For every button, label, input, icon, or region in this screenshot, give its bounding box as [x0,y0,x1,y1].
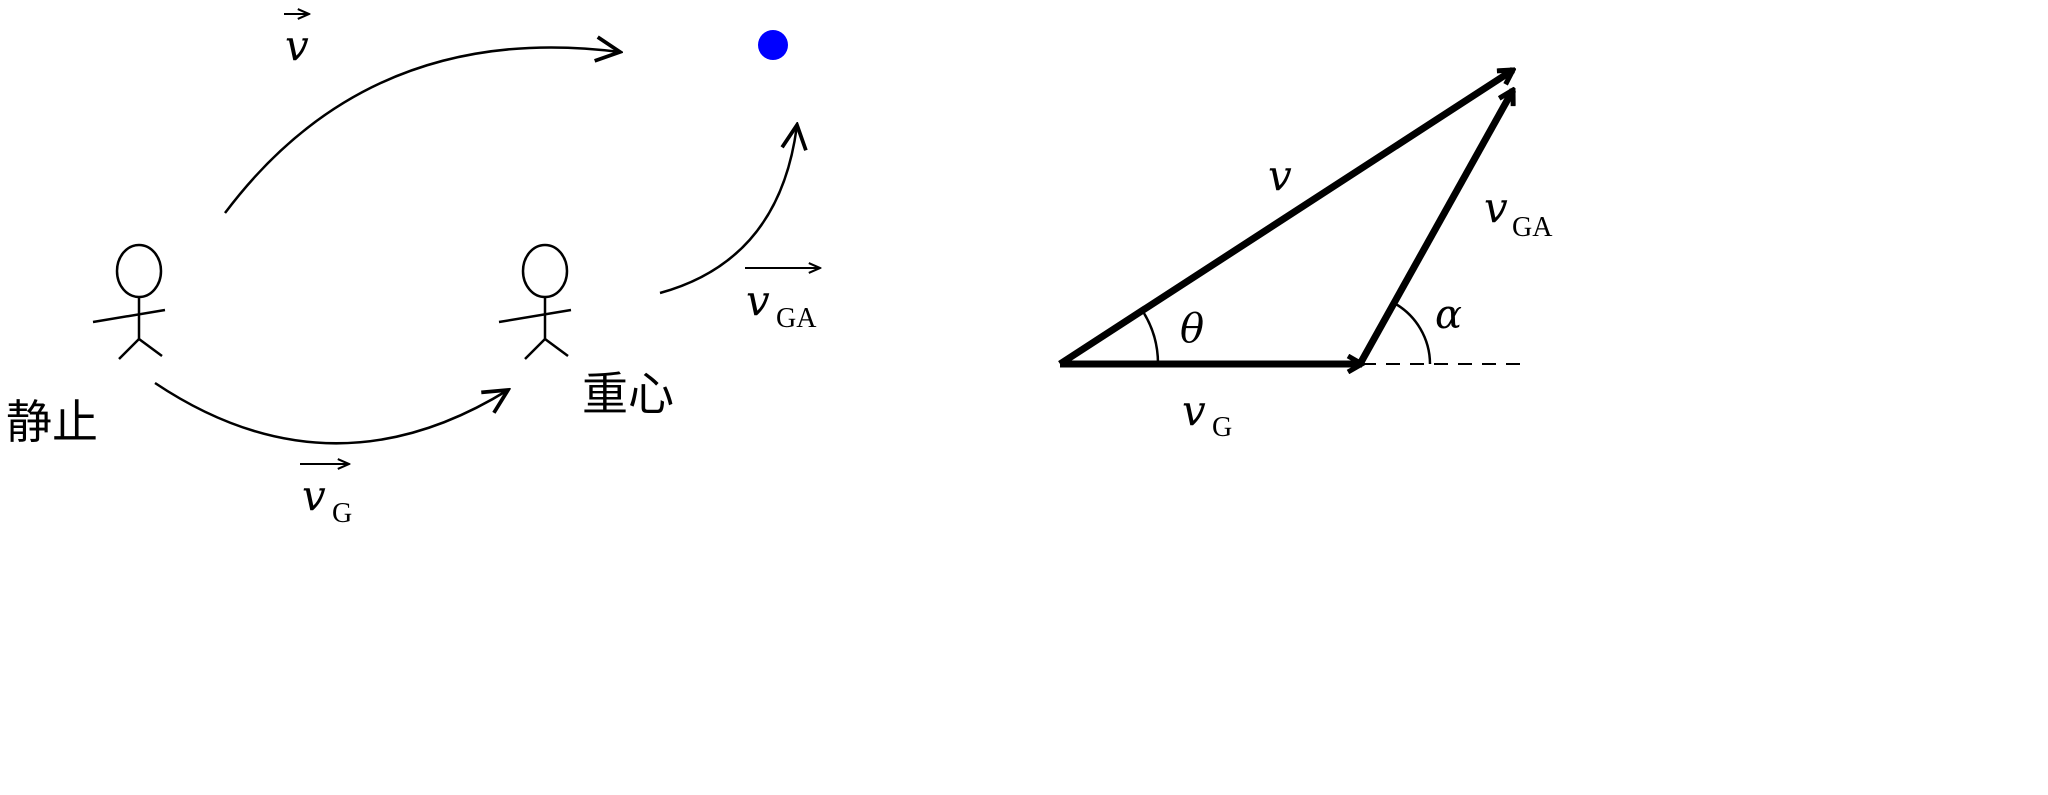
label-v-right: v [1268,151,1292,200]
label-vg-right: v [1182,386,1206,435]
label-center-of-mass: 重心 [582,367,674,421]
label-alpha: α [1435,292,1462,338]
vector-vga [1356,90,1517,366]
trajectory-arc-vga [659,125,797,295]
target-dot [758,30,788,60]
stick-figure-center [498,243,572,360]
label-theta: θ [1180,306,1204,352]
label-vga-right-sub: GA [1512,212,1553,243]
trajectory-arc-vg [154,381,508,445]
label-rest: 静止 [6,395,98,449]
label-vga-sub: GA [776,303,817,334]
stick-figure-rest [92,243,166,360]
left-panel: v 静止 重心 v G v GA [6,14,820,529]
angle-theta-arc [1140,309,1160,365]
label-vg-right-sub: G [1212,412,1232,443]
vector-v [1058,67,1513,367]
trajectory-arc-v [224,47,620,214]
label-vg-sub: G [332,498,352,529]
label-vg: v [302,471,326,520]
angle-alpha-arc [1393,301,1432,365]
right-panel: θ α v v GA v G [1058,67,1553,443]
label-vga-right: v [1484,183,1508,232]
label-vga: v [746,276,770,325]
label-v: v [285,21,309,70]
